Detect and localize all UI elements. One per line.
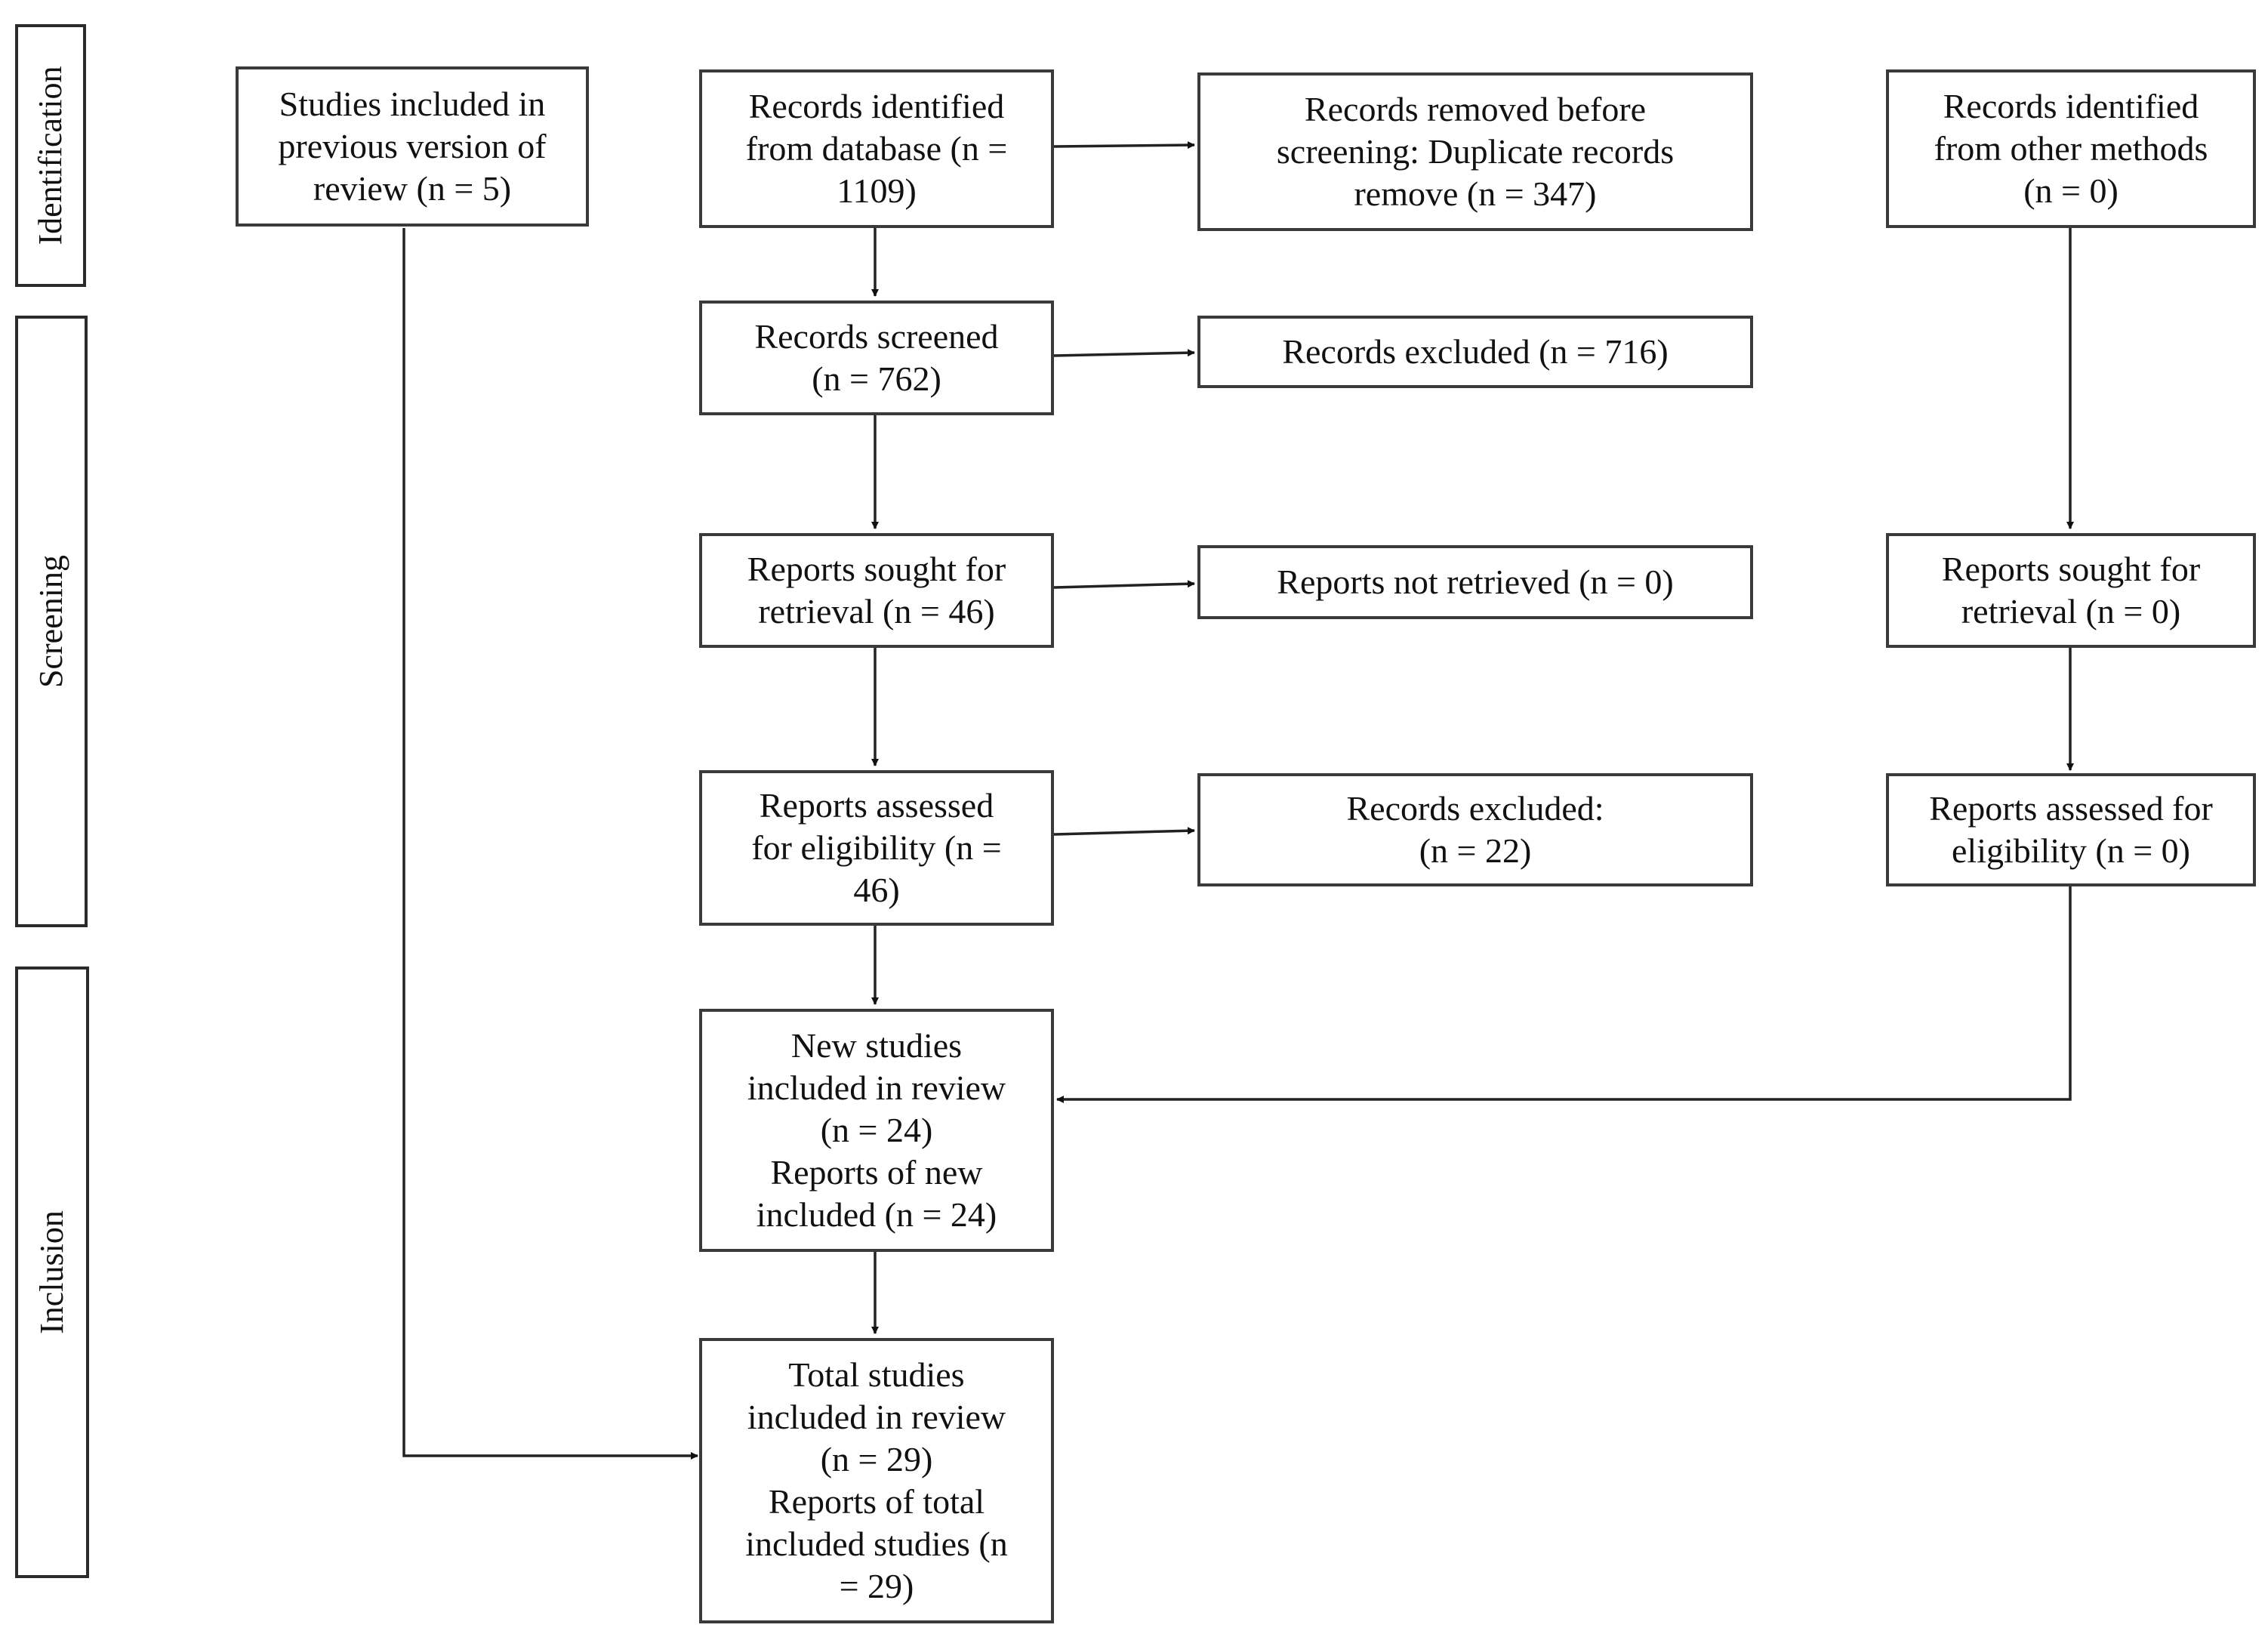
reports-sought-other-box: Reports sought for retrieval (n = 0) (1886, 533, 2256, 648)
arrow-assessed-to-excluded (1053, 827, 1195, 836)
reports-assessed-other-box: Reports assessed for eligibility (n = 0) (1886, 773, 2256, 886)
reports-not-retrieved-text: Reports not retrieved (n = 0) (1277, 563, 1674, 601)
phase-inclusion: Inclusion (15, 966, 89, 1578)
previous-studies-box: Studies included in previous version of … (236, 66, 589, 227)
records-removed-text: Records removed before screening: Duplic… (1276, 90, 1675, 213)
records-screened-box: Records screened (n = 762) (699, 301, 1054, 415)
records-removed-box: Records removed before screening: Duplic… (1197, 72, 1753, 231)
reports-assessed-database-text: Reports assessed for eligibility (n = 46… (751, 786, 1002, 909)
arrow-screened-to-excluded (1053, 349, 1195, 357)
records-identified-other-text: Records identified from other methods (n… (1934, 87, 2208, 210)
arrow-sought-to-not-retrieved (1053, 580, 1195, 589)
arrow-database-to-removed (1053, 141, 1195, 150)
reports-not-retrieved-box: Reports not retrieved (n = 0) (1197, 545, 1753, 619)
reports-sought-database-box: Reports sought for retrieval (n = 46) (699, 533, 1054, 648)
records-screened-text: Records screened (n = 762) (754, 317, 999, 398)
total-studies-included-box: Total studies included in review (n = 29… (699, 1338, 1054, 1623)
reports-sought-database-text: Reports sought for retrieval (n = 46) (747, 550, 1006, 630)
reports-assessed-other-text: Reports assessed for eligibility (n = 0) (1929, 789, 2213, 870)
previous-studies-text: Studies included in previous version of … (278, 85, 547, 208)
new-studies-included-text: New studies included in review (n = 24) … (747, 1026, 1006, 1234)
arrow-previous-to-total (402, 228, 698, 1460)
phase-screening: Screening (15, 316, 88, 927)
arrow-other-assessed-to-new-studies (1056, 886, 2072, 1103)
records-identified-database-text: Records identified from database (n = 11… (745, 87, 1008, 210)
records-identified-database-box: Records identified from database (n = 11… (699, 69, 1054, 228)
reports-sought-other-text: Reports sought for retrieval (n = 0) (1941, 550, 2201, 630)
total-studies-included-text: Total studies included in review (n = 29… (745, 1355, 1008, 1605)
records-excluded-eligibility-text: Records excluded: (n = 22) (1346, 789, 1604, 870)
reports-assessed-database-box: Reports assessed for eligibility (n = 46… (699, 770, 1054, 926)
records-excluded-eligibility-box: Records excluded: (n = 22) (1197, 773, 1753, 886)
records-excluded-box: Records excluded (n = 716) (1197, 316, 1753, 388)
new-studies-included-box: New studies included in review (n = 24) … (699, 1009, 1054, 1252)
phase-identification: Identification (15, 24, 86, 287)
records-excluded-text: Records excluded (n = 716) (1282, 332, 1669, 371)
records-identified-other-box: Records identified from other methods (n… (1886, 69, 2256, 228)
